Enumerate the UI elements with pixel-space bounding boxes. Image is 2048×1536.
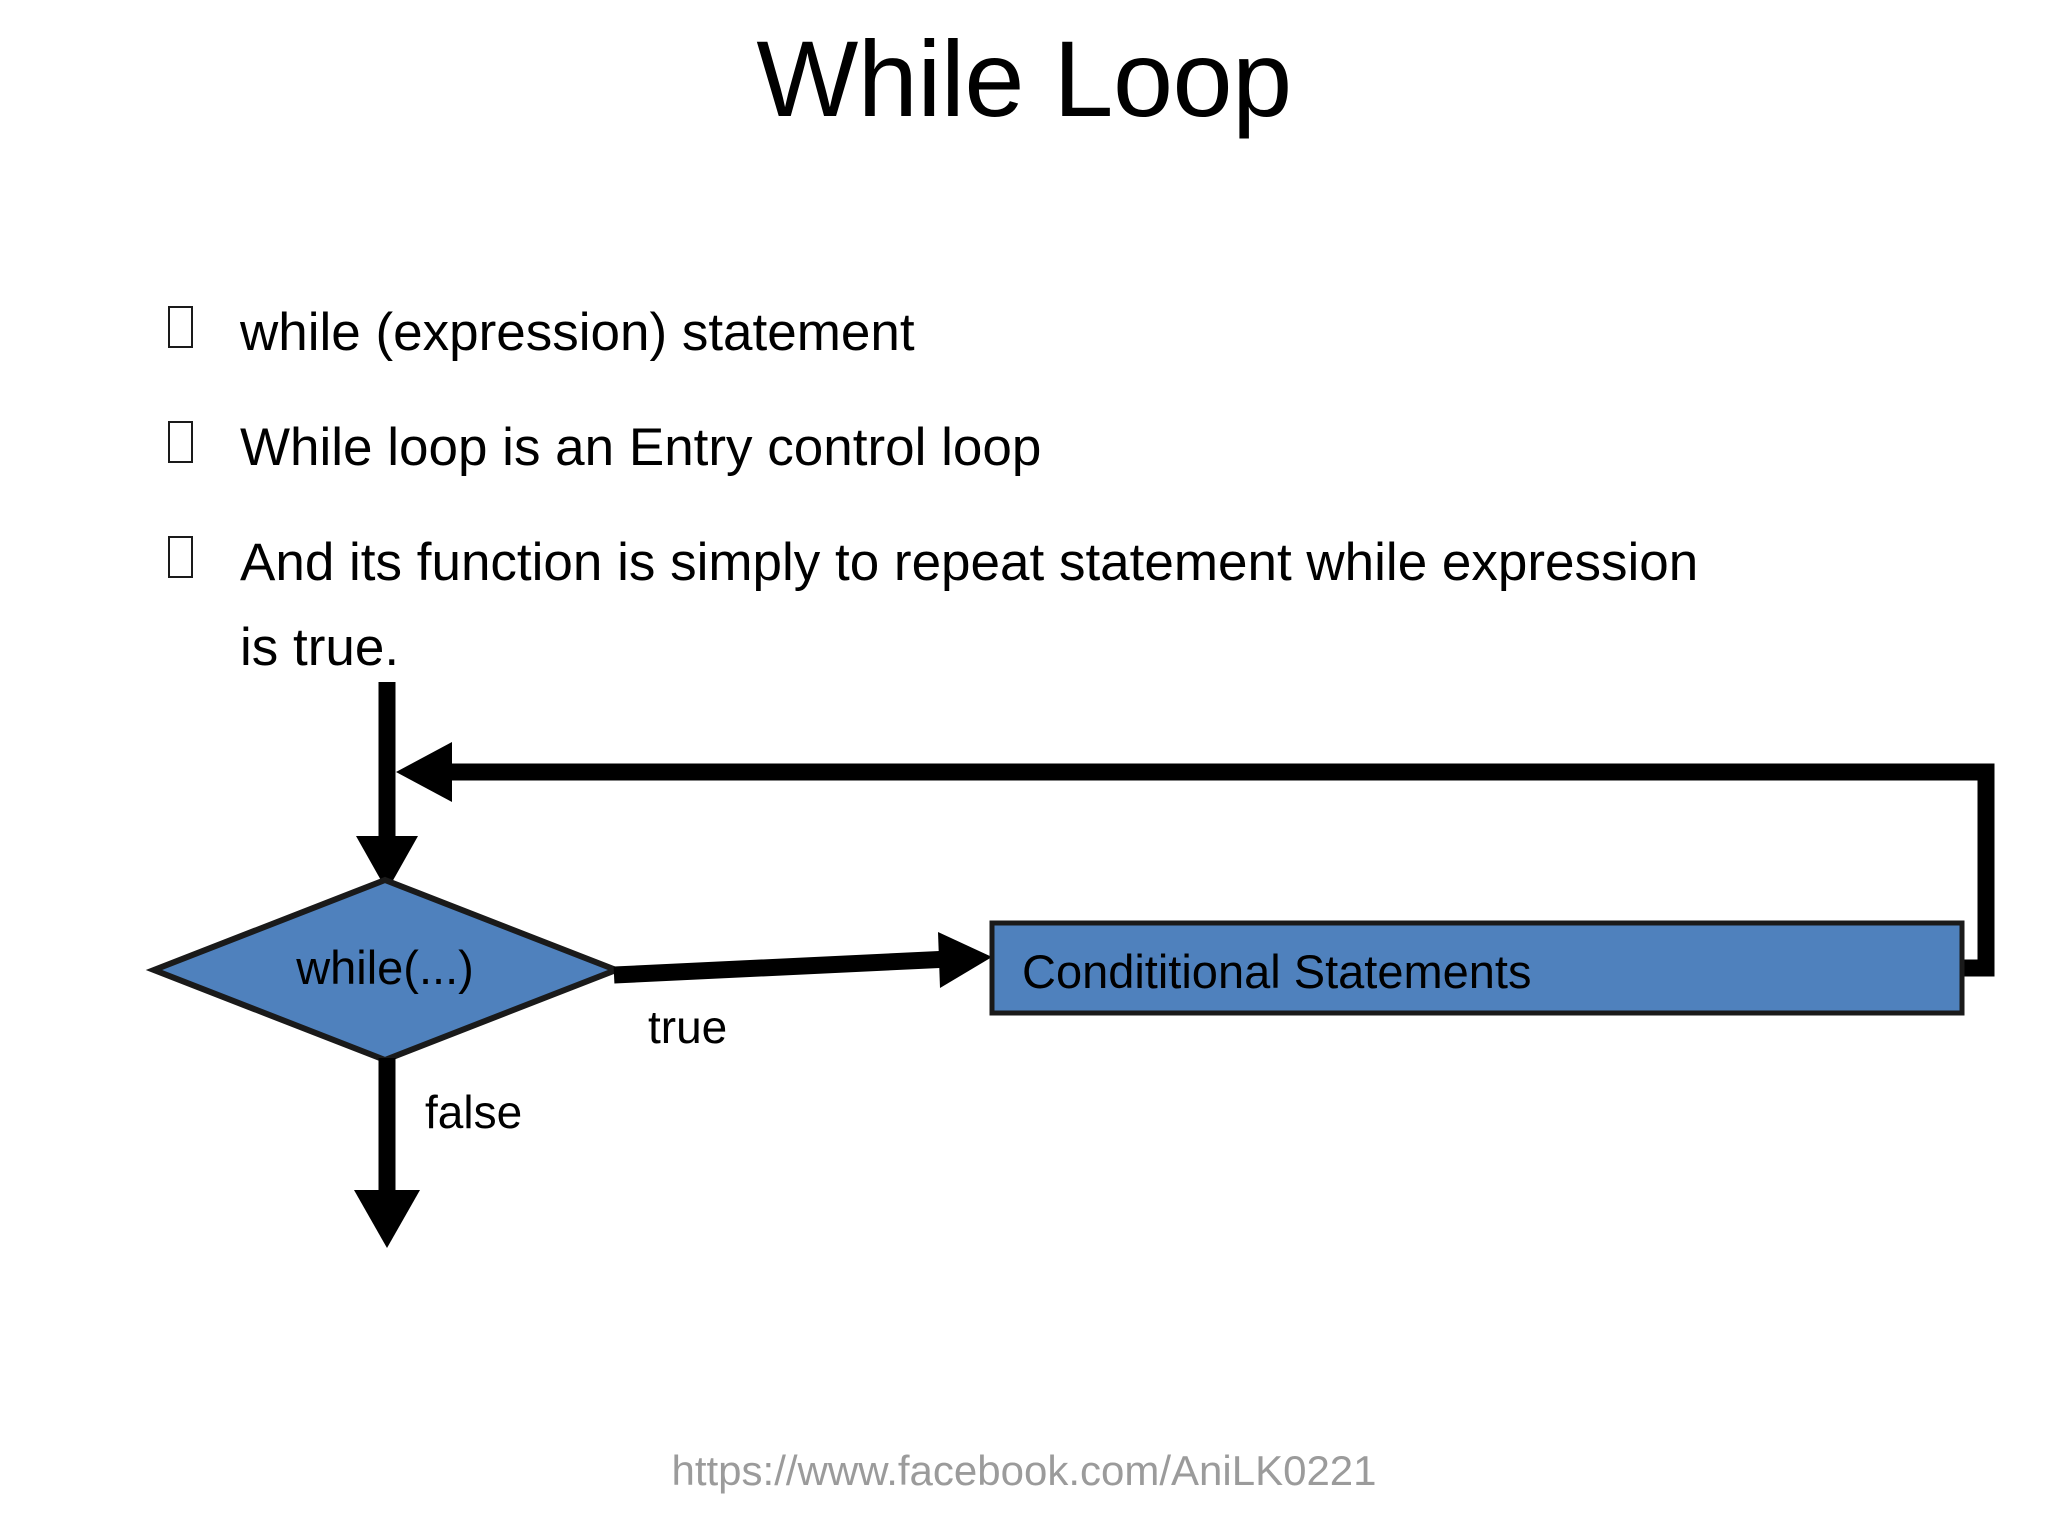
edge-label-true: true [648, 1001, 728, 1053]
list-item: while (expression) statement [150, 290, 1970, 375]
list-item: And its function is simply to repeat sta… [150, 520, 1970, 690]
list-item-label: While loop is an Entry control loop [240, 418, 1042, 477]
bullet-list: while (expression) statement While loop … [150, 290, 1970, 720]
list-item-label: while (expression) statement [240, 303, 915, 362]
footer-url: https://www.facebook.com/AniLK0221 [671, 1447, 1377, 1494]
list-item: While loop is an Entry control loop [150, 405, 1970, 490]
process-label: Condititional Statements [1022, 945, 1532, 998]
bullet-box-icon [150, 290, 240, 362]
bullet-box-icon [150, 520, 240, 592]
bullet-box-icon [150, 405, 240, 477]
edge-label-false: false [425, 1086, 523, 1138]
loop-back-arrow [396, 742, 1995, 977]
decision-label: while(...) [296, 941, 474, 994]
false-branch-arrow [354, 1058, 420, 1248]
page-title: While Loop [756, 18, 1292, 139]
true-branch-arrow [613, 932, 992, 988]
list-item-label: And its function is simply to repeat sta… [240, 533, 1699, 677]
